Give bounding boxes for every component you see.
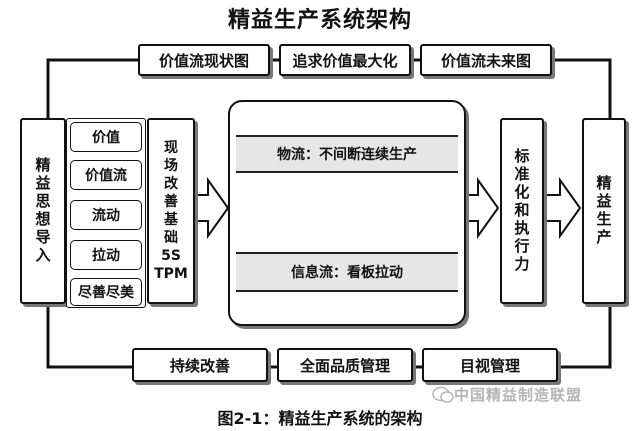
basis-char: 现 — [164, 140, 178, 156]
principle-perfection: 尽善尽美 — [70, 278, 142, 306]
lean-production-label: 精益生产 — [594, 175, 613, 247]
material-flow-bar: 物流：不间断连续生产 — [236, 135, 458, 173]
figure-caption: 图2-1：精益生产系统的架构 — [217, 409, 423, 428]
wechat-icon — [432, 386, 454, 403]
principle-value-stream: 价值流 — [70, 160, 142, 190]
watermark: 中国精益制造联盟 — [432, 384, 582, 405]
basis-char: 改 — [164, 176, 178, 192]
top-box-future-vsm: 价值流未来图 — [420, 44, 552, 76]
bottom-box-visual-management: 目视管理 — [422, 348, 558, 382]
basis-5s: 5S — [161, 248, 181, 264]
principle-value: 价值 — [70, 122, 142, 152]
info-flow-bar: 信息流：看板拉动 — [236, 252, 458, 292]
material-flow-label: 物流：不间断连续生产 — [277, 147, 417, 163]
info-flow-label: 信息流：看板拉动 — [291, 265, 403, 281]
bottom-box-continuous-improvement: 持续改善 — [132, 348, 268, 382]
principle-flow: 流动 — [70, 200, 142, 230]
bottom-box-tqm: 全面品质管理 — [277, 348, 413, 382]
basis-char: 善 — [164, 194, 178, 210]
basis-char: 场 — [164, 158, 178, 174]
top-box-maximize-value: 追求价值最大化 — [279, 44, 411, 76]
standardization-label: 标准化和执行力 — [512, 148, 531, 274]
principle-pull: 拉动 — [70, 240, 142, 270]
lean-thinking-box: 精益思想导入 — [20, 118, 66, 304]
watermark-text: 中国精益制造联盟 — [454, 386, 583, 404]
basis-char: 础 — [164, 230, 178, 246]
top-box-current-vsm: 价值流现状图 — [138, 44, 270, 76]
arrow-center-to-standard — [464, 176, 500, 240]
lean-production-box: 精益生产 — [582, 118, 626, 304]
value-stream-center-frame — [228, 100, 466, 326]
basis-char: 基 — [164, 212, 178, 228]
basis-tpm: TPM — [154, 266, 188, 282]
arrow-standard-to-result — [545, 176, 582, 240]
arrow-basis-to-center — [194, 176, 230, 240]
standardization-box: 标准化和执行力 — [500, 118, 544, 304]
onsite-improvement-basis-box: 现 场 改 善 基 础 5S TPM — [147, 118, 195, 304]
diagram-title: 精益生产系统架构 — [227, 8, 412, 33]
lean-thinking-label: 精益思想导入 — [33, 157, 52, 265]
